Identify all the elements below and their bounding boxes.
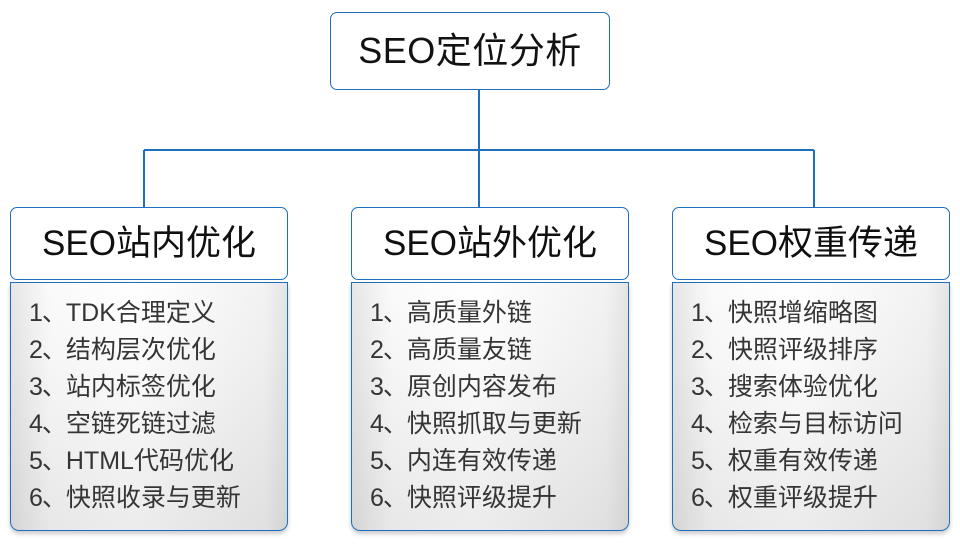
item-label: 快照评级提升 <box>406 484 557 512</box>
item-label: 权重评级提升 <box>727 484 878 512</box>
branch-body-1: 1、TDK合理定义 2、结构层次优化 3、站内标签优化 4、空链死链过滤 5、H… <box>10 282 288 531</box>
list-item: 4、快照抓取与更新 <box>370 406 628 443</box>
branch-title-1: SEO站内优化 <box>42 224 256 263</box>
item-label: 空链死链过滤 <box>65 410 216 438</box>
item-index: 4、 <box>691 410 729 438</box>
item-index: 2、 <box>29 336 67 364</box>
root-node[interactable]: SEO定位分析 <box>330 12 610 90</box>
branch-column-3: SEO权重传递 1、快照增缩略图 2、快照评级排序 3、搜索体验优化 4、检索与… <box>672 207 950 531</box>
list-item: 1、快照增缩略图 <box>691 295 949 332</box>
list-item: 6、权重评级提升 <box>691 480 949 517</box>
item-index: 5、 <box>370 447 408 475</box>
item-label: 权重有效传递 <box>727 447 878 475</box>
branch-header-1[interactable]: SEO站内优化 <box>10 207 288 280</box>
item-list-2: 1、高质量外链 2、高质量友链 3、原创内容发布 4、快照抓取与更新 5、内连有… <box>370 295 628 517</box>
item-label: 快照评级排序 <box>727 336 878 364</box>
item-index: 4、 <box>370 410 408 438</box>
item-label: 结构层次优化 <box>65 336 216 364</box>
list-item: 6、快照收录与更新 <box>29 480 287 517</box>
item-index: 6、 <box>29 484 67 512</box>
item-index: 5、 <box>691 447 729 475</box>
branch-column-1: SEO站内优化 1、TDK合理定义 2、结构层次优化 3、站内标签优化 4、空链… <box>10 207 288 531</box>
list-item: 4、空链死链过滤 <box>29 406 287 443</box>
item-index: 1、 <box>29 299 67 327</box>
item-index: 2、 <box>691 336 729 364</box>
item-label: 原创内容发布 <box>406 373 557 401</box>
item-index: 6、 <box>691 484 729 512</box>
list-item: 4、检索与目标访问 <box>691 406 949 443</box>
item-index: 6、 <box>370 484 408 512</box>
item-index: 3、 <box>691 373 729 401</box>
item-label: 快照抓取与更新 <box>406 410 582 438</box>
item-index: 5、 <box>29 447 67 475</box>
list-item: 3、原创内容发布 <box>370 369 628 406</box>
item-label: 快照收录与更新 <box>65 484 241 512</box>
branch-column-2: SEO站外优化 1、高质量外链 2、高质量友链 3、原创内容发布 4、快照抓取与… <box>351 207 629 531</box>
item-label: 检索与目标访问 <box>727 410 903 438</box>
item-label: 搜索体验优化 <box>727 373 878 401</box>
list-item: 6、快照评级提升 <box>370 480 628 517</box>
item-label: 高质量友链 <box>406 336 532 364</box>
list-item: 5、HTML代码优化 <box>29 443 287 480</box>
list-item: 5、内连有效传递 <box>370 443 628 480</box>
item-label: 站内标签优化 <box>65 373 216 401</box>
list-item: 2、结构层次优化 <box>29 332 287 369</box>
item-label: 快照增缩略图 <box>727 299 878 327</box>
list-item: 1、高质量外链 <box>370 295 628 332</box>
list-item: 2、高质量友链 <box>370 332 628 369</box>
item-index: 1、 <box>370 299 408 327</box>
item-list-3: 1、快照增缩略图 2、快照评级排序 3、搜索体验优化 4、检索与目标访问 5、权… <box>691 295 949 517</box>
item-label: TDK合理定义 <box>65 299 216 327</box>
item-label: 高质量外链 <box>406 299 532 327</box>
item-label: HTML代码优化 <box>65 447 234 475</box>
item-index: 1、 <box>691 299 729 327</box>
item-index: 3、 <box>29 373 67 401</box>
item-index: 2、 <box>370 336 408 364</box>
item-index: 4、 <box>29 410 67 438</box>
list-item: 3、搜索体验优化 <box>691 369 949 406</box>
item-index: 3、 <box>370 373 408 401</box>
list-item: 1、TDK合理定义 <box>29 295 287 332</box>
item-label: 内连有效传递 <box>406 447 557 475</box>
branch-title-2: SEO站外优化 <box>383 224 597 263</box>
item-list-1: 1、TDK合理定义 2、结构层次优化 3、站内标签优化 4、空链死链过滤 5、H… <box>29 295 287 517</box>
list-item: 5、权重有效传递 <box>691 443 949 480</box>
branch-title-3: SEO权重传递 <box>704 224 918 263</box>
branch-body-2: 1、高质量外链 2、高质量友链 3、原创内容发布 4、快照抓取与更新 5、内连有… <box>351 282 629 531</box>
list-item: 2、快照评级排序 <box>691 332 949 369</box>
branch-header-2[interactable]: SEO站外优化 <box>351 207 629 280</box>
list-item: 3、站内标签优化 <box>29 369 287 406</box>
branch-header-3[interactable]: SEO权重传递 <box>672 207 950 280</box>
branch-body-3: 1、快照增缩略图 2、快照评级排序 3、搜索体验优化 4、检索与目标访问 5、权… <box>672 282 950 531</box>
root-node-title: SEO定位分析 <box>358 30 582 71</box>
